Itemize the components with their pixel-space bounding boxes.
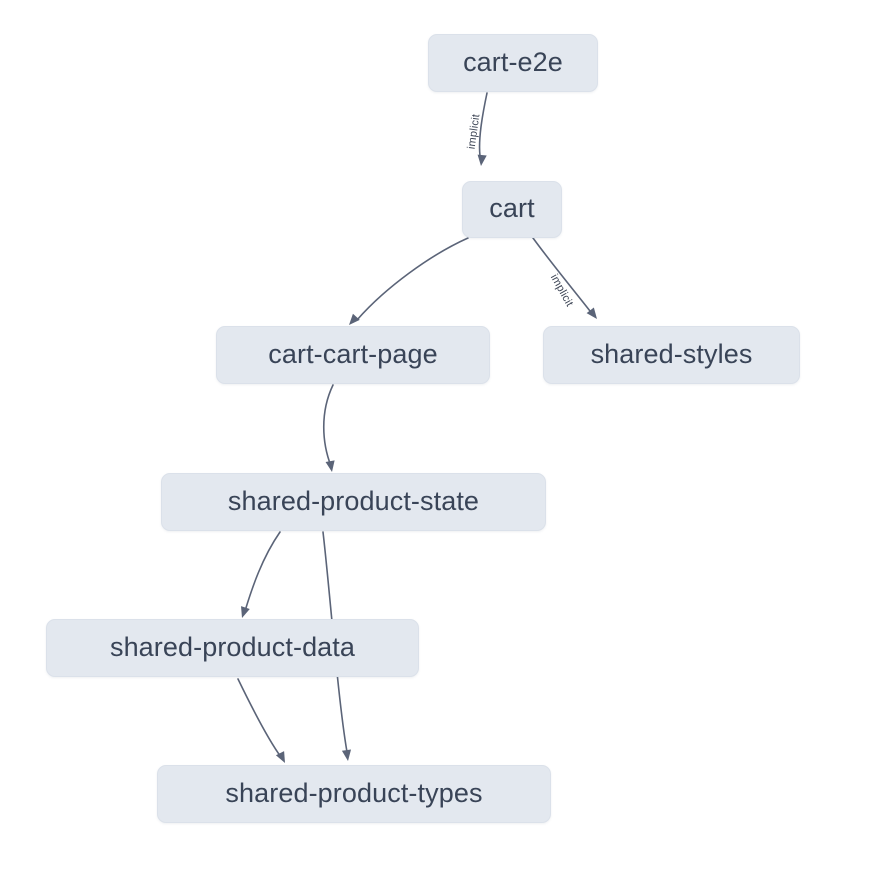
edge-arrowhead-cart — [477, 154, 487, 166]
node-shared-styles[interactable]: shared-styles — [543, 326, 800, 384]
edge-cart-e2e-to-cart — [478, 92, 488, 157]
edge-label-implicit: implicit — [548, 272, 576, 309]
node-shared-product-data[interactable]: shared-product-data — [46, 619, 419, 677]
node-label: shared-product-data — [109, 631, 356, 662]
node-label: cart-cart-page — [268, 338, 438, 369]
edge-cart-to-cart-cart-page — [356, 237, 469, 321]
edge-cart-to-shared-styles — [532, 237, 591, 312]
edge-arrowhead-shared-styles — [586, 307, 597, 319]
edge-arrowhead-shared-product-types — [341, 749, 352, 761]
edge-label-implicit: implicit — [466, 113, 483, 150]
node-label: shared-styles — [590, 338, 753, 369]
edge-shared-product-data-to-shared-product-types — [237, 678, 282, 758]
edge-cart-cart-page-to-shared-product-state — [322, 384, 334, 467]
node-cart[interactable]: cart — [462, 181, 562, 238]
node-shared-product-types[interactable]: shared-product-types — [157, 765, 551, 823]
node-cart-e2e[interactable]: cart-e2e — [428, 34, 598, 92]
edge-arrowhead-cart-cart-page — [349, 313, 360, 325]
edge-shared-product-state-to-shared-product-data — [244, 531, 281, 612]
node-cart-cart-page[interactable]: cart-cart-page — [216, 326, 490, 384]
node-label: cart-e2e — [463, 46, 563, 77]
edge-arrowhead-shared-product-types — [275, 751, 285, 763]
node-label: shared-product-state — [227, 485, 480, 516]
edge-arrowhead-shared-product-data — [241, 606, 250, 618]
node-label: cart — [489, 193, 535, 223]
edge-arrowhead-shared-product-state — [325, 460, 335, 472]
node-label: shared-product-types — [225, 777, 483, 808]
node-shared-product-state[interactable]: shared-product-state — [161, 473, 546, 531]
edges-group — [237, 92, 597, 763]
